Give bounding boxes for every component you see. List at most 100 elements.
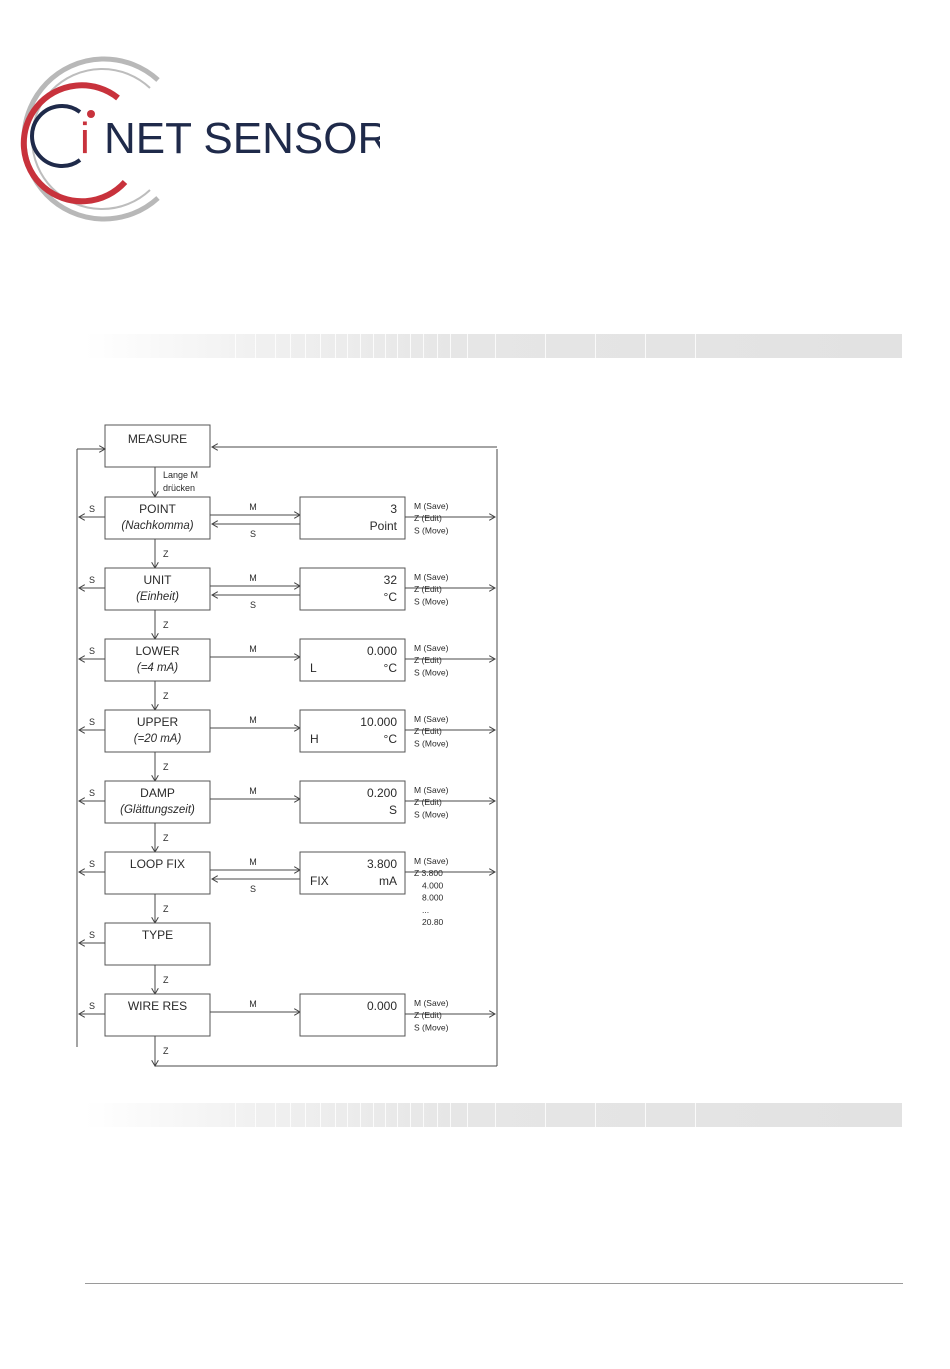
menu-6-box [104, 922, 211, 966]
menu-3-prefix: H [310, 732, 319, 746]
logo-navy-arc [30, 104, 82, 168]
menu-2-value: 0.000 [367, 644, 397, 658]
menu-3-unit: °C [384, 732, 398, 746]
menu-0-s-label: S [89, 504, 95, 514]
menu-1-unit: °C [384, 590, 398, 604]
menu-2-z-label: Z [163, 691, 169, 701]
logo-i-dot [87, 110, 95, 118]
menu-5-m-label: M [249, 857, 257, 867]
menu-7-title: WIRE RES [128, 999, 187, 1013]
menu-5-action-4: ... [422, 905, 429, 915]
menu-4-value: 0.200 [367, 786, 397, 800]
menu-7-action-2: S (Move) [414, 1022, 449, 1032]
logo-red-arc [20, 82, 128, 205]
menu-7-m-label: M [249, 999, 257, 1009]
menu-1-action-0: M (Save) [414, 572, 449, 582]
menu-2-prefix: L [310, 661, 317, 675]
menu-4-subtitle: (Glättungszeit) [120, 804, 195, 816]
menu-3-subtitle: (=20 mA) [134, 733, 182, 745]
menu-0-s-back-label: S [250, 529, 256, 539]
menu-3-value: 10.000 [360, 715, 397, 729]
menu-1-s-label: S [89, 575, 95, 585]
menu-0-action-0: M (Save) [414, 501, 449, 511]
menu-0-title: POINT [139, 502, 176, 516]
logo-brand-text: NET SENSOR [104, 114, 380, 163]
menu-4-action-1: Z (Edit) [414, 797, 442, 807]
menu-5-s-back-label: S [250, 884, 256, 894]
menu-0-z-label: Z [163, 549, 169, 559]
menu-2-action-1: Z (Edit) [414, 655, 442, 665]
header-band [85, 334, 902, 358]
menu-4-value-box [299, 780, 406, 824]
menu-0-value: 3 [390, 502, 397, 516]
menu-6-s-label: S [89, 930, 95, 940]
menu-3-m-label: M [249, 715, 257, 725]
menu-5-prefix: FIX [310, 874, 329, 888]
menu-0-unit: Point [370, 519, 398, 533]
menu-2-unit: °C [384, 661, 398, 675]
measure-note-line2: drücken [163, 483, 195, 493]
menu-3-box [104, 709, 211, 753]
menu-1-m-label: M [249, 573, 257, 583]
menu-0-value-box [299, 496, 406, 540]
logo-mark: i [80, 114, 90, 163]
menu-5-box [104, 851, 211, 895]
menu-0-action-2: S (Move) [414, 525, 449, 535]
menu-2-action-0: M (Save) [414, 643, 449, 653]
menu-1-box [104, 567, 211, 611]
measure-box [104, 424, 211, 468]
menu-5-action-5: 20.80 [422, 917, 444, 927]
menu-5-action-3: 8.000 [422, 893, 444, 903]
menu-5-z-label: Z [163, 904, 169, 914]
menu-7-s-label: S [89, 1001, 95, 1011]
menu-3-action-2: S (Move) [414, 738, 449, 748]
menu-1-s-back-label: S [250, 600, 256, 610]
menu-0-subtitle: (Nachkomma) [121, 520, 193, 532]
menu-4-s-label: S [89, 788, 95, 798]
menu-7-value: 0.000 [367, 999, 397, 1013]
measure-label: MEASURE [128, 432, 187, 446]
menu-2-subtitle: (=4 mA) [137, 662, 178, 674]
menu-3-value-box [299, 709, 406, 753]
menu-5-action-0: M (Save) [414, 856, 449, 866]
menu-3-z-label: Z [163, 762, 169, 772]
menu-2-action-2: S (Move) [414, 667, 449, 677]
menu-1-action-2: S (Move) [414, 596, 449, 606]
menu-7-action-1: Z (Edit) [414, 1010, 442, 1020]
menu-1-z-label: Z [163, 620, 169, 630]
measure-note-line1: Lange M [163, 470, 198, 480]
menu-5-value-box [299, 851, 406, 895]
menu-5-title: LOOP FIX [130, 857, 185, 871]
menu-3-title: UPPER [137, 715, 179, 729]
menu-1-value-box [299, 567, 406, 611]
menu-5-value: 3.800 [367, 857, 397, 871]
menu-5-action-1: Z 3.800 [414, 868, 443, 878]
menu-5-s-label: S [89, 859, 95, 869]
menu-4-unit: S [389, 803, 397, 817]
menu-3-action-0: M (Save) [414, 714, 449, 724]
menu-7-value-box [299, 993, 406, 1037]
menu-5-unit: mA [379, 874, 397, 888]
menu-5-action-2: 4.000 [422, 880, 444, 890]
inet-sensor-logo: i NET SENSOR [0, 40, 389, 230]
menu-6-z-label: Z [163, 975, 169, 985]
menu-1-subtitle: (Einheit) [136, 591, 179, 603]
menu-3-action-1: Z (Edit) [414, 726, 442, 736]
menu-1-action-1: Z (Edit) [414, 584, 442, 594]
menu-2-s-label: S [89, 646, 95, 656]
menu-4-action-0: M (Save) [414, 785, 449, 795]
menu-0-action-1: Z (Edit) [414, 513, 442, 523]
menu-0-m-label: M [249, 502, 257, 512]
menu-2-m-label: M [249, 644, 257, 654]
menu-0-box [104, 496, 211, 540]
menu-7-action-0: M (Save) [414, 998, 449, 1008]
menu-6-title: TYPE [142, 928, 173, 942]
menu-1-value: 32 [384, 573, 398, 587]
footer-divider [85, 1283, 903, 1284]
menu-4-action-2: S (Move) [414, 809, 449, 819]
menu-7-z-label: Z [163, 1046, 169, 1056]
menu-4-m-label: M [249, 786, 257, 796]
menu-2-value-box [299, 638, 406, 682]
